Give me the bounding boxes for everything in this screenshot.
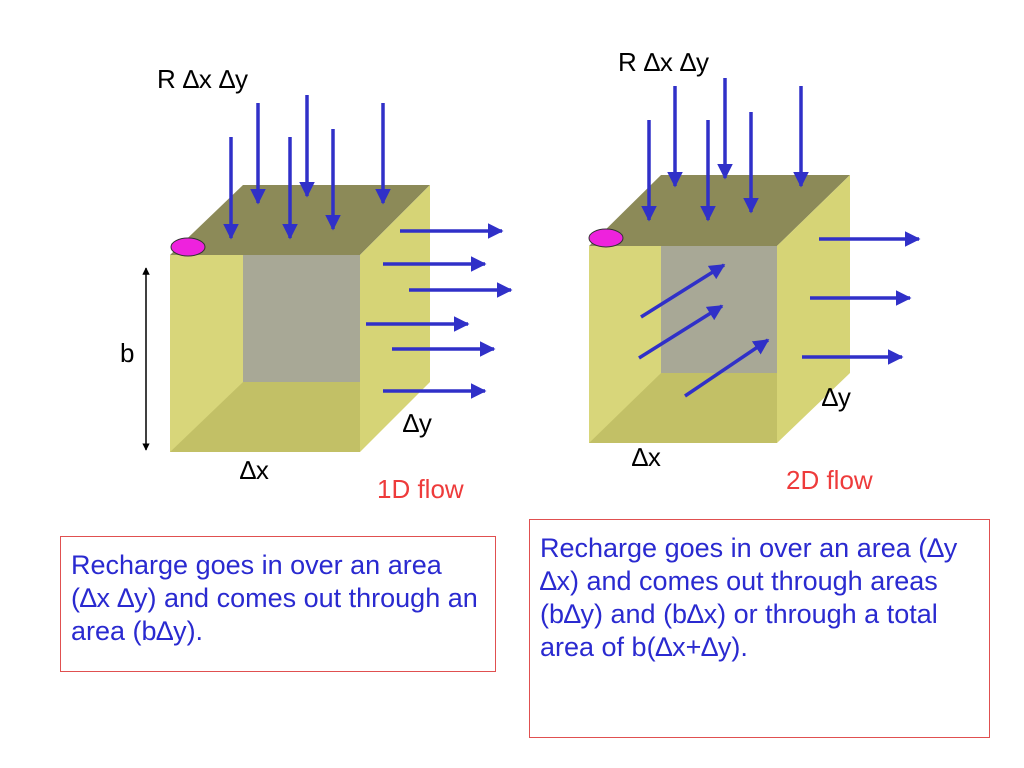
outflow-arrows-2d-y [638,263,770,398]
cube-1d-inner-face [243,255,360,382]
b-label: b [120,338,134,368]
dx-label-2d: ∆x [632,442,661,472]
recharge-arrows-2d [641,78,809,222]
diagonal-outflow-arrow [638,304,724,360]
description-text-2d: Recharge goes in over an area (∆y ∆x) an… [540,533,958,662]
dy-label-2d: ∆y [822,382,851,412]
cube-2d-inner-floor [589,373,777,443]
diagonal-outflow-arrow [684,338,770,398]
flow-label-1d: 1D flow [377,474,464,504]
cube-1d [170,185,430,452]
recharge-arrows-1d [223,95,391,240]
outflow-arrows-1d [366,223,513,399]
flow-label-2d: 2D flow [786,465,873,495]
cube-1d-right-face [360,185,430,452]
cube-2d-inner-left-wall [589,246,661,443]
outflow-arrows-2d-x [802,231,921,365]
dx-label-1d: ∆x [240,455,269,485]
cube-2d-top-face [589,175,850,246]
description-box-1d: Recharge goes in over an area (∆x ∆y) an… [60,536,496,672]
cube-2d-corner-marker [588,228,624,248]
cube-2d-right-face [777,175,850,443]
cube-1d-inner-floor [170,382,360,452]
description-box-2d: Recharge goes in over an area (∆y ∆x) an… [529,519,990,738]
cube-1d-inner-left-wall [170,255,243,452]
diagonal-outflow-arrow [640,263,726,319]
cube-1d-corner-marker [170,237,206,257]
description-text-1d: Recharge goes in over an area (∆x ∆y) an… [71,550,478,646]
recharge-label-2d: R ∆x ∆y [618,47,709,77]
dy-label-1d: ∆y [403,408,432,438]
recharge-label-1d: R ∆x ∆y [157,64,248,94]
cube-2d [588,175,850,443]
